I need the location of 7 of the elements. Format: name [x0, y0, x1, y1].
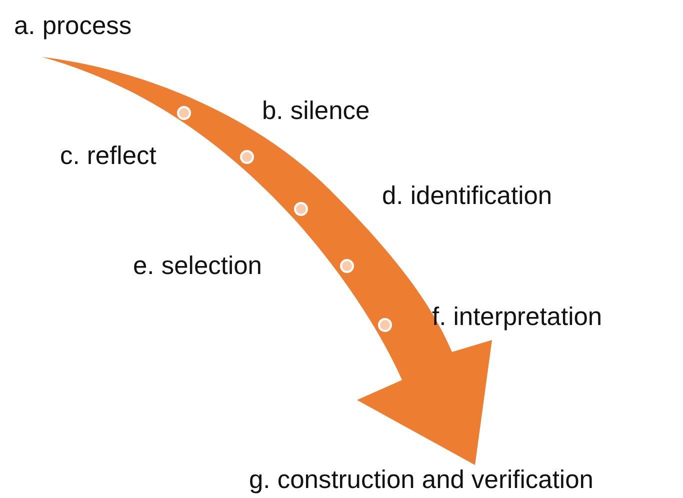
step-label: e. selection: [133, 254, 262, 280]
step-label: c. reflect: [60, 144, 156, 170]
step-label: b. silence: [262, 99, 370, 124]
step-label: f. interpretation: [432, 305, 602, 330]
step-label: a. process: [14, 14, 132, 40]
step-label: d. identification: [382, 184, 552, 210]
step-label: g. construction and verification: [249, 468, 594, 494]
